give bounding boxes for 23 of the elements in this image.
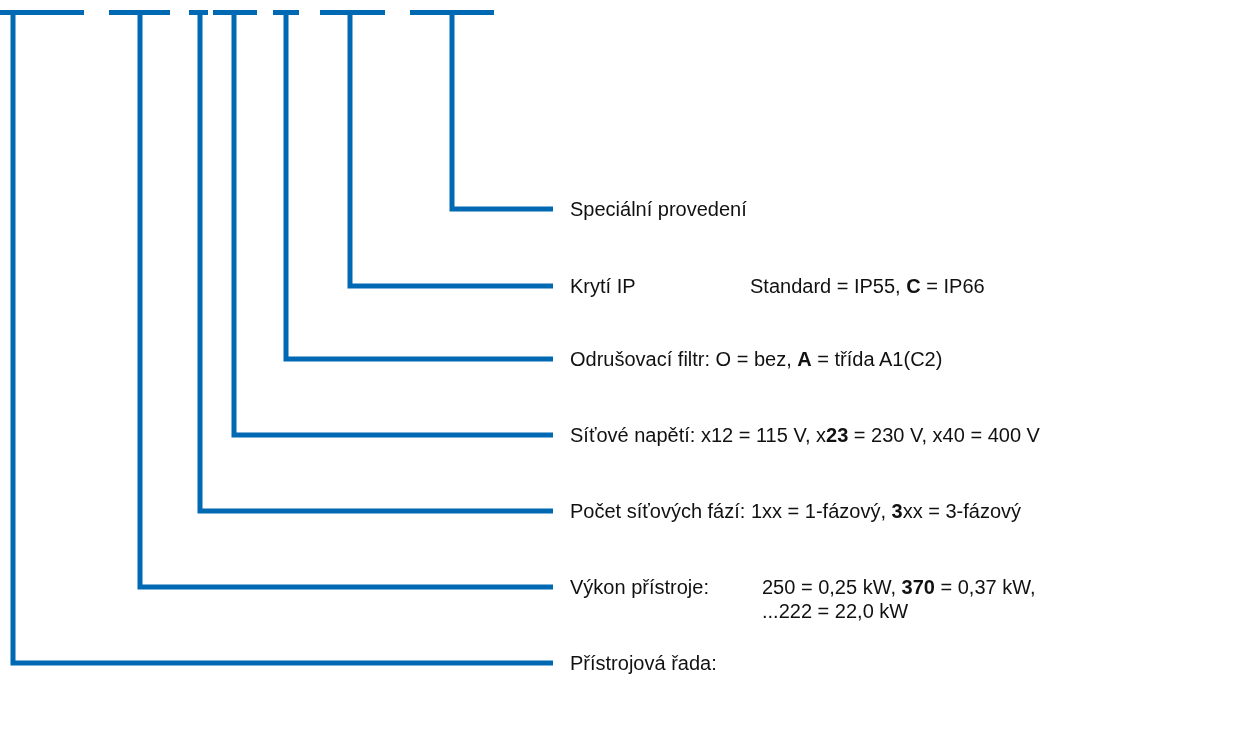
leader-line <box>197 12 553 514</box>
field-description: Odrušovací filtr: O = bez, A = třída A1(C2) <box>570 347 944 371</box>
leader-line <box>10 12 553 666</box>
field-description: Síťové napětí: x12 = 115 V, x23 = 230 V, x40 = 400 V <box>570 423 1041 447</box>
leader-line <box>283 12 553 362</box>
bar-segment <box>410 10 494 15</box>
leader-line <box>449 12 553 212</box>
leader-line <box>347 12 553 289</box>
bar-segment <box>320 10 385 15</box>
field-values: 250 = 0,25 kW, 370 = 0,37 kW, ...222 = 22,0 kW <box>762 575 1037 623</box>
bar-segment <box>0 10 84 15</box>
field-description: Počet síťových fází: 1xx = 1-fázový, 3xx = 3-fázový <box>570 499 1023 523</box>
bar-segment <box>109 10 170 15</box>
field-name: Výkon přístroje: <box>570 575 710 600</box>
bar-segment <box>189 10 208 15</box>
bar-segment <box>273 10 299 15</box>
field-description: Speciální provedení <box>570 197 748 221</box>
field-name: Krytí IP <box>570 274 637 298</box>
field-values: Standard = IP55, C = IP66 <box>750 274 986 298</box>
field-description: Přístrojová řada: <box>570 651 718 675</box>
leader-line <box>231 12 553 438</box>
leader-line <box>137 12 553 590</box>
bar-segment <box>213 10 257 15</box>
